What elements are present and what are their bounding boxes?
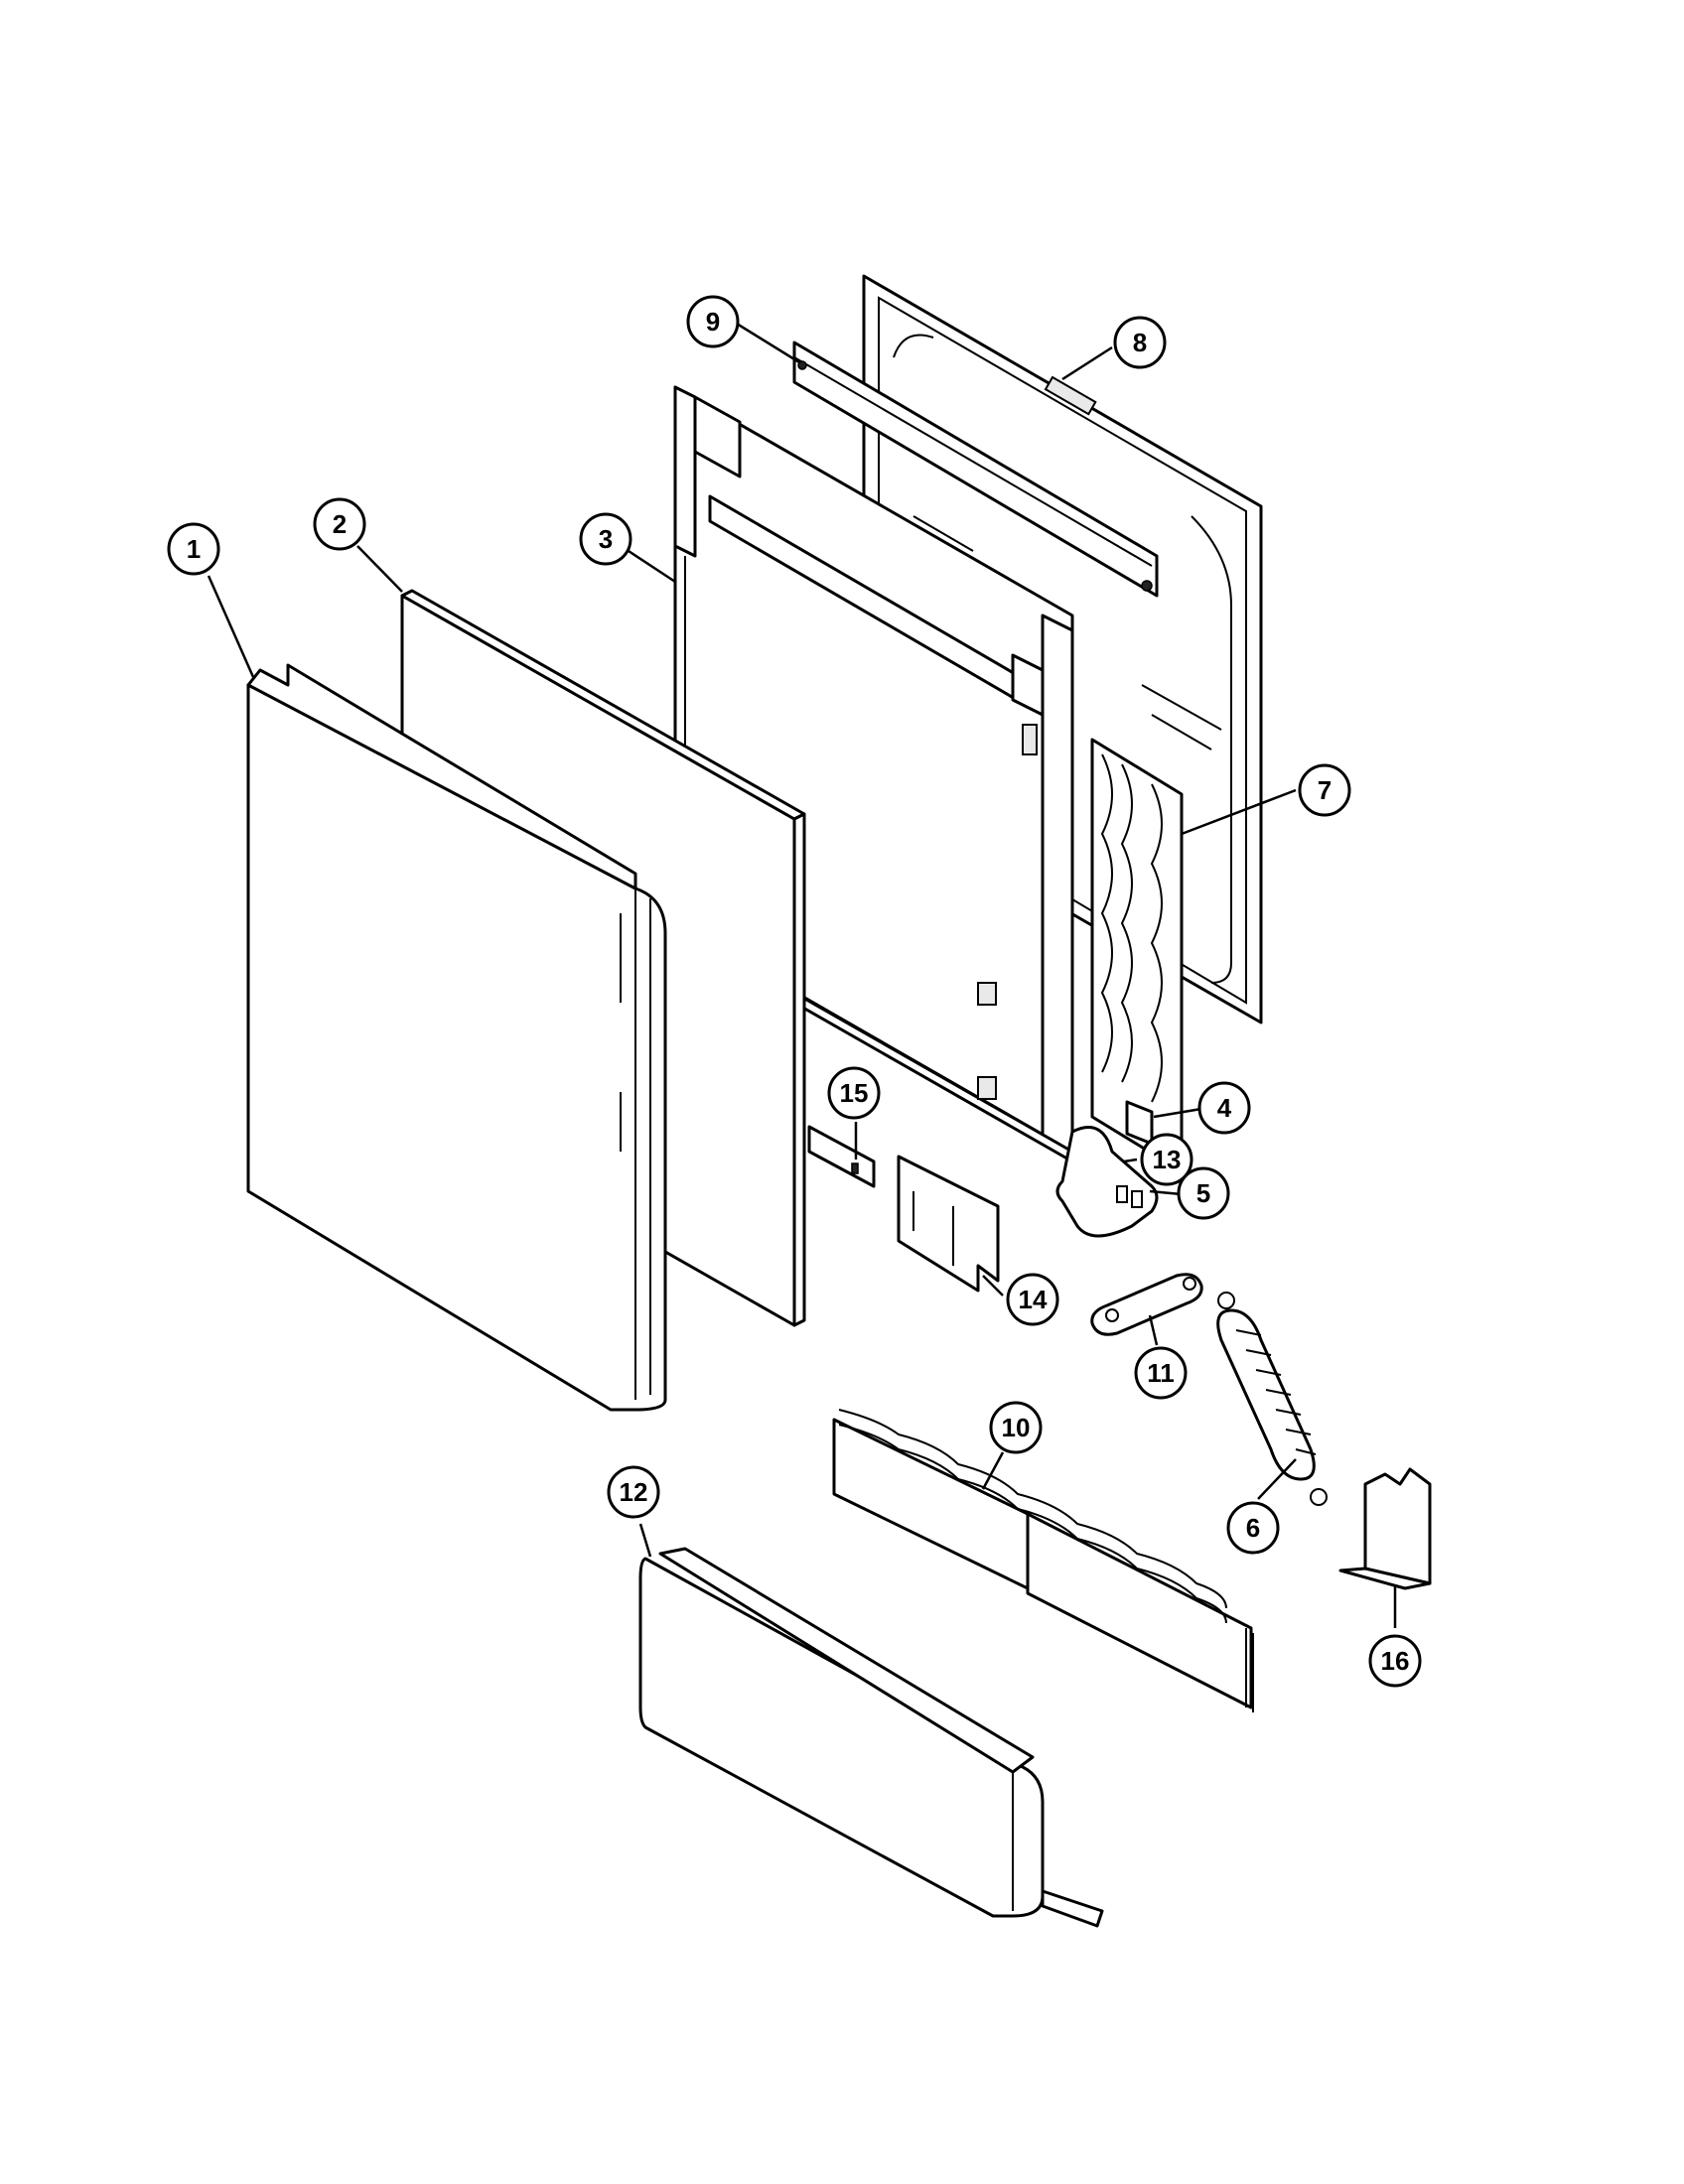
leader-12 xyxy=(638,1523,652,1558)
part-14-plate xyxy=(897,1155,1000,1293)
callout-12: 12 xyxy=(607,1465,660,1519)
leader-2 xyxy=(356,545,403,593)
callout-11: 11 xyxy=(1134,1346,1188,1400)
callout-4: 4 xyxy=(1197,1081,1251,1135)
leader-6 xyxy=(1257,1458,1297,1500)
callout-8-label: 8 xyxy=(1133,328,1147,357)
leader-1 xyxy=(207,575,255,678)
callout-1-label: 1 xyxy=(187,534,201,564)
callout-11-label: 11 xyxy=(1147,1358,1175,1388)
callout-14: 14 xyxy=(1006,1273,1059,1326)
callout-15: 15 xyxy=(827,1066,881,1120)
leader-lines xyxy=(207,322,1397,1628)
callout-2: 2 xyxy=(313,497,366,551)
part-11-link xyxy=(1090,1273,1203,1336)
callout-2-label: 2 xyxy=(333,509,347,539)
callout-5-label: 5 xyxy=(1196,1178,1210,1208)
leader-13 xyxy=(1123,1158,1138,1163)
part-1-outer-door-panel xyxy=(246,663,667,1412)
callout-6-label: 6 xyxy=(1246,1513,1260,1543)
callout-5: 5 xyxy=(1177,1166,1230,1220)
part-16-cover xyxy=(1338,1467,1432,1590)
callout-1: 1 xyxy=(167,522,220,576)
leader-14 xyxy=(982,1275,1004,1297)
callout-3: 3 xyxy=(579,512,632,566)
callout-10: 10 xyxy=(989,1401,1043,1454)
callout-12-label: 12 xyxy=(620,1477,648,1507)
callout-14-label: 14 xyxy=(1019,1285,1048,1314)
leader-11 xyxy=(1148,1314,1159,1346)
leader-10 xyxy=(981,1451,1005,1490)
callout-13: 13 xyxy=(1140,1133,1193,1186)
part-6-spring xyxy=(1216,1292,1328,1506)
part-5-hinge xyxy=(1055,1126,1159,1238)
callout-9: 9 xyxy=(686,295,740,348)
callout-16: 16 xyxy=(1368,1634,1422,1688)
callout-4-label: 4 xyxy=(1217,1093,1232,1123)
leader-7 xyxy=(1181,788,1297,836)
callout-8: 8 xyxy=(1113,316,1167,369)
callout-7: 7 xyxy=(1298,763,1351,817)
leader-5 xyxy=(1149,1189,1183,1196)
part-12-toe-panel xyxy=(638,1547,1104,1928)
part-9-top-rail xyxy=(792,341,1159,598)
part-15-bracket xyxy=(807,1125,876,1188)
callout-6: 6 xyxy=(1226,1501,1280,1555)
leader-8 xyxy=(1061,345,1113,381)
callout-9-label: 9 xyxy=(706,307,720,337)
callout-7-label: 7 xyxy=(1318,775,1332,805)
leader-9 xyxy=(736,322,800,364)
callout-16-label: 16 xyxy=(1381,1646,1410,1676)
leader-3 xyxy=(628,549,676,584)
callout-10-label: 10 xyxy=(1002,1413,1031,1442)
callout-15-label: 15 xyxy=(840,1078,869,1108)
callout-13-label: 13 xyxy=(1153,1145,1182,1174)
callout-3-label: 3 xyxy=(599,524,613,554)
part-10-lower-insulation xyxy=(832,1409,1254,1712)
leader-4 xyxy=(1153,1107,1202,1119)
